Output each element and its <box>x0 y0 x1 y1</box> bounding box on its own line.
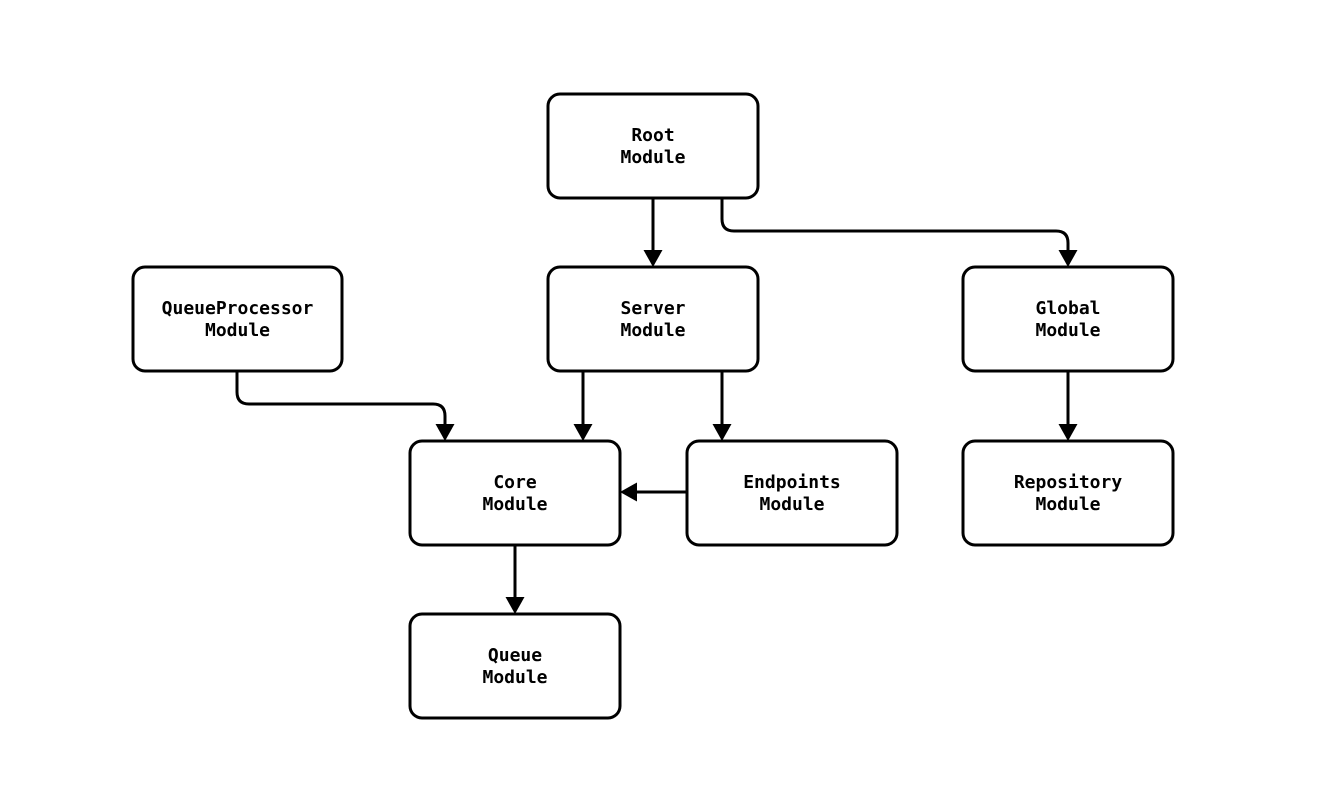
edge-queueprocessor-to-core <box>235 371 455 441</box>
edge-core-to-queue <box>505 545 525 614</box>
edges-layer <box>235 198 1078 614</box>
edge-root-to-server <box>643 198 663 267</box>
arrow-head-icon <box>505 597 525 614</box>
arrow-head-icon <box>620 482 637 502</box>
node-box-server[interactable] <box>546 265 760 373</box>
node-label-line1: Global <box>1035 298 1100 319</box>
arrow-head-icon <box>712 424 732 441</box>
arrow-head-icon <box>573 424 593 441</box>
node-box-queueprocessor[interactable] <box>131 265 344 373</box>
node-box-root[interactable] <box>546 92 760 200</box>
node-label-line1: Root <box>631 125 674 146</box>
edge-endpoints-to-core <box>620 482 687 502</box>
edge-root-to-global <box>720 198 1078 267</box>
node-label-line2: Module <box>482 667 547 688</box>
edge-line <box>235 371 447 425</box>
node-box-endpoints[interactable] <box>685 439 899 547</box>
node-label-line2: Module <box>620 147 685 168</box>
node-label-line2: Module <box>482 494 547 515</box>
node-label-line2: Module <box>759 494 824 515</box>
node-label-line1: QueueProcessor <box>162 298 314 319</box>
node-label-line2: Module <box>1035 494 1100 515</box>
node-box-repository[interactable] <box>961 439 1175 547</box>
edge-server-to-core <box>573 371 593 441</box>
arrow-head-icon <box>1058 424 1078 441</box>
arrow-head-icon <box>1058 250 1078 267</box>
edge-global-to-repository <box>1058 371 1078 441</box>
node-label-line1: Repository <box>1014 472 1123 493</box>
node-box-global[interactable] <box>961 265 1175 373</box>
edge-line <box>720 198 1070 251</box>
edge-server-to-endpoints <box>712 371 732 441</box>
node-label-line2: Module <box>1035 320 1100 341</box>
node-label-line2: Module <box>205 320 270 341</box>
node-label-line1: Endpoints <box>743 472 841 493</box>
arrow-head-icon <box>643 250 663 267</box>
arrow-head-icon <box>435 424 455 441</box>
node-box-core[interactable] <box>408 439 622 547</box>
node-label-line1: Server <box>620 298 685 319</box>
node-label-line2: Module <box>620 320 685 341</box>
node-box-queue[interactable] <box>408 612 622 720</box>
node-label-line1: Core <box>493 472 537 493</box>
node-label-line1: Queue <box>488 645 542 666</box>
